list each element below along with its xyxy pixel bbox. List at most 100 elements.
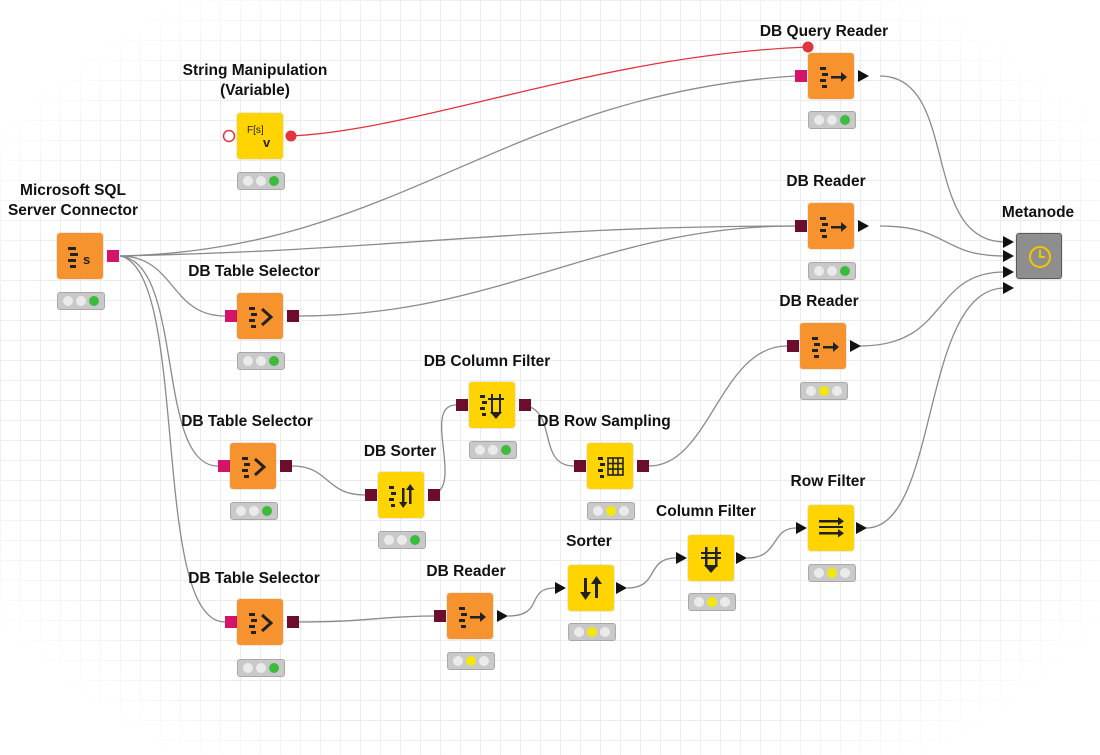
status-lights: [57, 292, 105, 310]
status-lights: [237, 172, 285, 190]
connection-connector-to-table-selector-1[interactable]: [119, 255, 226, 317]
db-input-port[interactable]: [218, 460, 230, 472]
data-input-port[interactable]: [676, 552, 687, 564]
metanode-input-port-1[interactable]: [1003, 236, 1014, 248]
db-input-port[interactable]: [787, 340, 799, 352]
flow-variable-connection[interactable]: [290, 46, 809, 137]
flow-variable-port-in[interactable]: [222, 129, 236, 143]
connection-column-filter-2-to-row-filter[interactable]: [746, 527, 797, 559]
data-output-port[interactable]: [616, 582, 627, 594]
connection-db-reader-3-to-sorter[interactable]: [507, 587, 556, 617]
node-label: DB Query Reader: [759, 23, 889, 40]
data-output-port[interactable]: [736, 552, 747, 564]
connection-query-reader-to-metanode[interactable]: [879, 75, 1006, 243]
data-input-port[interactable]: [796, 522, 807, 534]
node-label: String Manipulation (Variable): [182, 62, 328, 99]
connection-sorter-to-column-filter-2[interactable]: [626, 557, 677, 589]
connection-connector-to-table-selector-3[interactable]: [119, 255, 226, 623]
svg-text:s: s: [83, 252, 90, 267]
db-input-port[interactable]: [456, 399, 468, 411]
flow-variable-port-query-reader[interactable]: [802, 41, 814, 53]
db-output-port[interactable]: [637, 460, 649, 472]
db-read-arrow-icon[interactable]: [808, 203, 854, 249]
database-s-icon[interactable]: s: [57, 233, 103, 279]
node-label: DB Table Selector: [188, 263, 320, 280]
clock-icon[interactable]: [1016, 233, 1062, 279]
node-label: Column Filter: [656, 503, 756, 520]
connection-row-sampling-to-db-reader-2[interactable]: [648, 345, 788, 467]
data-output-port[interactable]: [856, 522, 867, 534]
db-input-port[interactable]: [225, 310, 237, 322]
status-lights: [688, 593, 736, 611]
db-input-port[interactable]: [795, 220, 807, 232]
db-input-port[interactable]: [365, 489, 377, 501]
metanode-input-port-3[interactable]: [1003, 266, 1014, 278]
sort-arrows-icon[interactable]: [568, 565, 614, 611]
node-label: Row Filter: [790, 473, 866, 490]
status-lights: [230, 502, 278, 520]
data-output-port[interactable]: [850, 340, 861, 352]
db-output-port[interactable]: [280, 460, 292, 472]
connection-table-selector-2-to-sorter[interactable]: [291, 465, 366, 496]
svg-text:v: v: [263, 135, 271, 150]
db-read-arrow-icon[interactable]: [800, 323, 846, 369]
db-select-icon[interactable]: [230, 443, 276, 489]
db-select-icon[interactable]: [237, 293, 283, 339]
status-lights: [808, 111, 856, 129]
node-label: DB Column Filter: [423, 353, 551, 370]
node-label: DB Table Selector: [188, 570, 320, 587]
node-label: DB Sorter: [363, 443, 437, 460]
metanode-input-port-4[interactable]: [1003, 282, 1014, 294]
metanode-input-port-2[interactable]: [1003, 250, 1014, 262]
data-output-port[interactable]: [497, 610, 508, 622]
db-output-port[interactable]: [287, 616, 299, 628]
status-lights: [808, 262, 856, 280]
db-output-port[interactable]: [107, 250, 119, 262]
data-input-port[interactable]: [555, 582, 566, 594]
status-lights: [237, 659, 285, 677]
connection-table-selector-3-to-db-reader-3[interactable]: [298, 615, 435, 623]
connection-connector-to-table-selector-2[interactable]: [119, 255, 219, 467]
status-lights: [587, 502, 635, 520]
db-output-port[interactable]: [287, 310, 299, 322]
db-output-port[interactable]: [519, 399, 531, 411]
data-output-port[interactable]: [858, 70, 869, 82]
status-lights: [378, 531, 426, 549]
connection-db-reader-2-to-metanode[interactable]: [859, 271, 1006, 347]
connection-connector-to-db-reader-1[interactable]: [119, 225, 796, 257]
column-filter-icon[interactable]: [688, 535, 734, 581]
function-variable-icon[interactable]: F[s]v: [237, 113, 283, 159]
db-read-arrow-icon[interactable]: [447, 593, 493, 639]
db-sampling-grid-icon[interactable]: [587, 443, 633, 489]
connection-db-reader-1-to-metanode[interactable]: [879, 225, 1006, 257]
db-column-filter-icon[interactable]: [469, 382, 515, 428]
flow-variable-port-out[interactable]: [285, 130, 297, 142]
node-label: DB Reader: [786, 173, 866, 190]
db-input-port[interactable]: [795, 70, 807, 82]
db-input-port[interactable]: [434, 610, 446, 622]
svg-text:F[s]: F[s]: [247, 125, 264, 136]
status-lights: [469, 441, 517, 459]
connection-table-selector-1-to-db-reader-1[interactable]: [298, 225, 796, 317]
db-read-arrow-icon[interactable]: [808, 53, 854, 99]
db-output-port[interactable]: [428, 489, 440, 501]
node-label: Sorter: [566, 533, 612, 550]
db-sort-icon[interactable]: [378, 472, 424, 518]
node-label: DB Reader: [779, 293, 859, 310]
status-lights: [568, 623, 616, 641]
connection-row-filter-to-metanode[interactable]: [865, 287, 1006, 529]
connection-connector-to-query-reader[interactable]: [119, 75, 796, 257]
db-select-icon[interactable]: [237, 599, 283, 645]
node-label: DB Table Selector: [181, 413, 313, 430]
node-label: Microsoft SQL Server Connector: [7, 182, 139, 219]
status-lights: [447, 652, 495, 670]
row-filter-icon[interactable]: [808, 505, 854, 551]
db-input-port[interactable]: [225, 616, 237, 628]
node-label: DB Reader: [426, 563, 506, 580]
status-lights: [800, 382, 848, 400]
data-output-port[interactable]: [858, 220, 869, 232]
status-lights: [237, 352, 285, 370]
db-input-port[interactable]: [574, 460, 586, 472]
